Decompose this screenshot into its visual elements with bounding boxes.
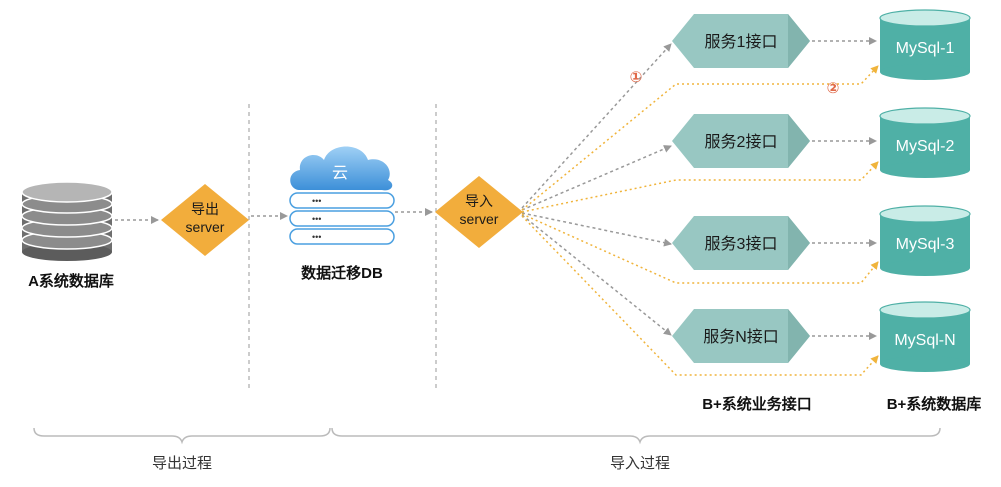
db-row-dots: ••• <box>312 214 321 224</box>
services-column-label: B+系统业务接口 <box>702 395 812 413</box>
import-server-node: 导入 server <box>435 176 523 248</box>
mysql-label: MySql-2 <box>896 138 955 155</box>
db-row-dots: ••• <box>312 232 321 242</box>
cylinder-database-icon: MySql-1 <box>879 9 971 80</box>
direct-insert-arrow <box>521 65 879 211</box>
mysql-label: MySql-3 <box>896 236 955 253</box>
service-label: 服务N接口 <box>703 328 779 346</box>
import-server-line1: 导入 <box>465 193 493 209</box>
import-phase-label: 导入过程 <box>610 455 670 472</box>
cylinder-database-icon: MySql-N <box>879 301 971 372</box>
databases-column-label: B+系统数据库 <box>887 395 982 413</box>
import-server-line2: server <box>460 211 499 227</box>
export-server-line2: server <box>186 219 225 235</box>
source-db-label: A系统数据库 <box>28 272 114 290</box>
service-node-n: 服务N接口 <box>672 309 810 363</box>
flow-arrow <box>521 145 672 211</box>
import-phase-brace <box>331 427 941 445</box>
flow-arrow <box>521 214 672 336</box>
step-one-annotation: ① <box>630 69 643 86</box>
service-node-3: 服务3接口 <box>672 216 810 270</box>
export-server-node: 导出 server <box>161 184 249 256</box>
cylinder-database-icon: MySql-2 <box>879 107 971 178</box>
cloud-label: 云 <box>332 165 348 182</box>
flow-arrow <box>521 43 672 209</box>
direct-insert-arrow <box>521 215 879 376</box>
stacked-disk-database-icon <box>21 181 113 261</box>
export-server-line1: 导出 <box>191 201 219 217</box>
direct-insert-arrow <box>521 213 879 284</box>
export-phase-brace <box>33 427 331 445</box>
service-node-1: 服务1接口 <box>672 14 810 68</box>
cylinder-database-icon: MySql-3 <box>879 205 971 276</box>
service-label: 服务2接口 <box>705 133 778 151</box>
direct-insert-arrow <box>521 161 879 213</box>
cloud-icon: 云 <box>290 146 393 191</box>
service-node-2: 服务2接口 <box>672 114 810 168</box>
export-phase-label: 导出过程 <box>152 455 212 472</box>
step-two-annotation: ② <box>827 80 840 97</box>
migration-db-label: 数据迁移DB <box>301 264 383 282</box>
mysql-label: MySql-N <box>894 332 955 349</box>
service-label: 服务3接口 <box>705 235 778 253</box>
flow-arrow <box>521 212 672 247</box>
mysql-label: MySql-1 <box>896 40 955 57</box>
service-label: 服务1接口 <box>705 33 778 51</box>
db-row-dots: ••• <box>312 196 321 206</box>
migration-db-rows: ••• ••• ••• <box>289 192 395 245</box>
